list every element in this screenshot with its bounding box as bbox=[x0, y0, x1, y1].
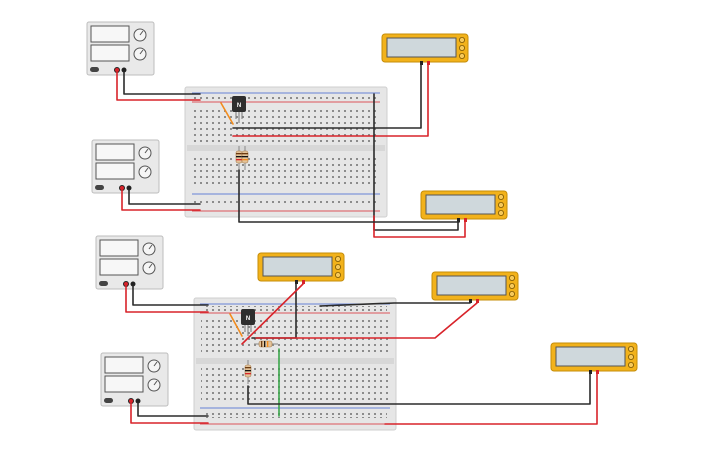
multimeter-1b[interactable] bbox=[420, 190, 508, 222]
circuit-1: N bbox=[86, 21, 508, 238]
transistor-1[interactable]: N bbox=[232, 96, 246, 123]
resistor-2b[interactable] bbox=[244, 360, 252, 384]
breadboard-1[interactable] bbox=[184, 86, 388, 218]
ps-1b-positive-terminal[interactable] bbox=[126, 185, 132, 191]
power-supply-2b[interactable] bbox=[100, 352, 169, 407]
multimeter-2b[interactable] bbox=[431, 271, 519, 303]
resistor-1a[interactable] bbox=[235, 146, 243, 170]
resistor-1b[interactable] bbox=[241, 146, 249, 170]
ps-2a-positive-terminal[interactable] bbox=[130, 281, 136, 287]
wires-circuit-1[interactable] bbox=[116, 63, 466, 238]
multimeter-2a[interactable] bbox=[257, 252, 345, 284]
transistor-2-label: N bbox=[246, 316, 250, 322]
wires-circuit-2[interactable] bbox=[125, 283, 598, 425]
transistor-2[interactable]: N bbox=[241, 309, 255, 336]
multimeter-2c[interactable] bbox=[550, 342, 638, 374]
multimeter-1a[interactable] bbox=[381, 33, 469, 65]
power-supply-2a[interactable] bbox=[95, 235, 164, 290]
ps-2b-positive-terminal[interactable] bbox=[135, 398, 141, 404]
power-supply-1a[interactable] bbox=[86, 21, 155, 76]
transistor-1-label: N bbox=[237, 103, 241, 109]
power-supply-1b[interactable] bbox=[91, 139, 160, 194]
breadboard-2[interactable] bbox=[193, 297, 397, 431]
resistor-2a[interactable] bbox=[254, 340, 278, 348]
circuit-2: N bbox=[95, 235, 638, 431]
ps-1a-positive-terminal[interactable] bbox=[121, 67, 127, 73]
